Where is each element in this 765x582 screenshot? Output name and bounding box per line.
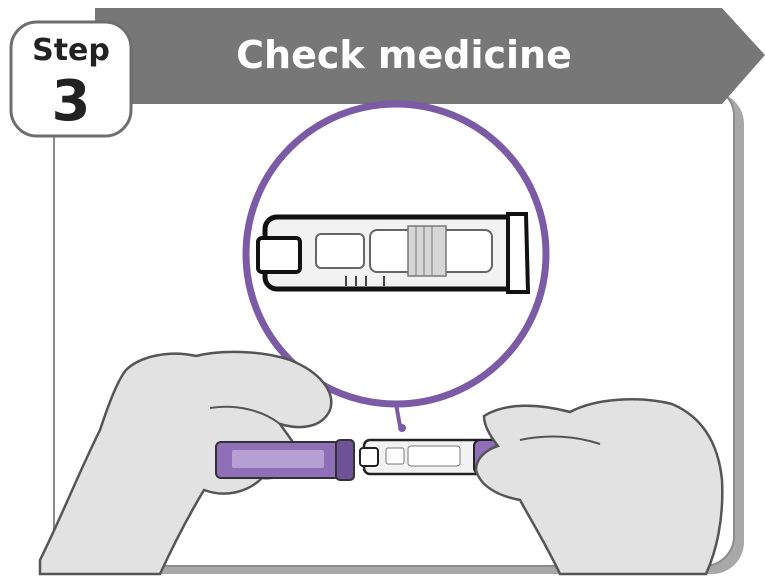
step-label: Step	[32, 33, 110, 68]
cap-end	[336, 440, 354, 480]
pen-cap	[216, 440, 354, 480]
zoom-plunger	[408, 226, 446, 276]
step-number: 3	[52, 69, 91, 134]
zoom-pen-tip	[258, 238, 300, 272]
magnifier-dot	[398, 424, 406, 432]
pen-tip	[360, 448, 378, 466]
zoom-pen-flange	[508, 214, 528, 292]
zoomed-pen-window	[258, 214, 528, 292]
pen-window-left	[386, 448, 404, 464]
banner-title: Check medicine	[236, 33, 572, 77]
cap-window	[232, 450, 324, 468]
zoom-window-left	[316, 234, 364, 268]
pen-window-right	[408, 446, 460, 466]
